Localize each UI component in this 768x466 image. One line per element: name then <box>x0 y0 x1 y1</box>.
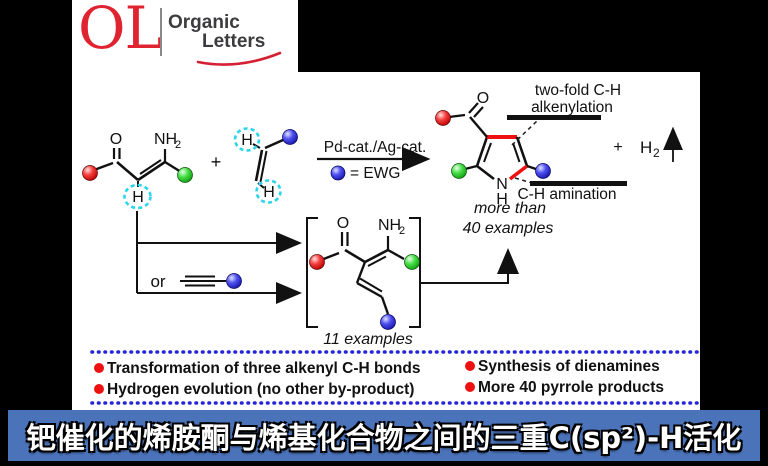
bullet-left2: Hydrogen evolution (no other by-product) <box>107 381 414 398</box>
bullet-right1: Synthesis of dienamines <box>478 358 660 375</box>
bullet-icon <box>94 363 104 373</box>
reactant1-enaminone: O NH 2 H <box>82 131 193 210</box>
examples11-label: 11 examples <box>323 331 413 348</box>
ch-activation-halo-icon <box>255 179 282 204</box>
alkyne-reagent <box>180 273 242 289</box>
blue-ball-icon <box>282 129 298 145</box>
red-ball-icon <box>309 254 325 270</box>
more-than-label: more than <box>474 200 546 217</box>
examples40-label: 40 examples <box>463 220 554 237</box>
annotation-amination: C-H amination <box>517 186 616 203</box>
plus-sign: + <box>613 139 622 156</box>
ewg-legend: = EWG <box>350 165 400 182</box>
atom-nh-sub: 2 <box>175 139 181 151</box>
or-label: or <box>150 272 165 291</box>
intermediate-dienamine: O NH 2 11 examples <box>306 215 421 348</box>
bullet-left1: Transformation of three alkenyl C-H bond… <box>107 360 421 377</box>
ch-activation-halo-icon <box>123 183 152 210</box>
right-bracket <box>409 217 421 328</box>
atom-nh: NH <box>378 217 401 234</box>
atom-nh-sub: 2 <box>399 225 405 237</box>
reactant2-alkene: H H <box>233 127 298 204</box>
journal-name: Organic Letters <box>168 13 265 51</box>
title-banner: 钯催化的烯胺酮与烯基化合物之间的三重C(sp²)-H活化 <box>8 410 760 461</box>
annotation-dash-line <box>511 120 538 146</box>
h2-sub: 2 <box>653 146 660 160</box>
bullet-icon <box>465 382 475 392</box>
bullet-icon <box>465 361 475 371</box>
branch-arrows: or <box>136 211 302 304</box>
reaction-arrow-group: Pd-cat./Ag-cat. = EWG <box>317 139 431 182</box>
scheme-panel: O NH 2 H + H H <box>72 72 700 410</box>
blue-ball-icon <box>226 273 242 289</box>
underline-bar <box>530 181 627 186</box>
intermediate-to-product-arrow <box>420 248 519 284</box>
atom-nh: NH <box>154 131 177 148</box>
product-annotations: two-fold C-H alkenylation C-H amination … <box>463 82 627 237</box>
logo-swoosh-icon <box>196 51 282 66</box>
bullet-icon <box>94 384 104 394</box>
blue-ball-icon <box>330 165 346 181</box>
red-ball-icon <box>82 165 98 181</box>
atom-n: N <box>496 176 508 193</box>
reaction-scheme: O NH 2 H + H H <box>82 82 700 405</box>
product-pyrrole: O N H <box>435 90 551 208</box>
atom-h: H <box>132 189 144 206</box>
green-ball-icon <box>451 163 467 179</box>
hydrogen-byproduct: + H 2 <box>613 126 683 162</box>
banner-title: 钯催化的烯胺酮与烯基化合物之间的三重C(sp²)-H活化 <box>26 420 742 455</box>
red-ball-icon <box>435 110 451 126</box>
logo-divider <box>160 8 162 56</box>
ol-monogram: OL <box>78 0 163 62</box>
highlight-bond <box>508 164 529 181</box>
atom-h: H <box>496 191 508 208</box>
atom-h: H <box>241 132 253 149</box>
journal-name-line2: Letters <box>202 31 266 52</box>
blue-ball-icon <box>535 163 551 179</box>
plus-sign: + <box>211 152 222 172</box>
atom-o: O <box>110 131 122 148</box>
ch-activation-halo-icon <box>233 127 261 152</box>
bullet-right2: More 40 pyrrole products <box>478 379 664 396</box>
atom-h: H <box>263 184 275 201</box>
journal-logo: OL Organic Letters <box>72 0 298 73</box>
highlights-section: Transformation of three alkenyl C-H bond… <box>90 350 700 405</box>
annotation-alkenylation-line1: two-fold C-H <box>535 82 621 99</box>
underline-bar <box>507 115 601 120</box>
h2-label: H <box>640 138 652 157</box>
journal-name-line1: Organic <box>168 12 240 33</box>
atom-o: O <box>337 215 349 232</box>
atom-o: O <box>477 90 489 107</box>
green-ball-icon <box>177 167 193 183</box>
green-ball-icon <box>404 254 420 270</box>
blue-ball-icon <box>380 314 396 330</box>
left-bracket <box>306 217 318 328</box>
annotation-alkenylation-line2: alkenylation <box>531 99 613 116</box>
catalyst-label: Pd-cat./Ag-cat. <box>324 139 427 156</box>
